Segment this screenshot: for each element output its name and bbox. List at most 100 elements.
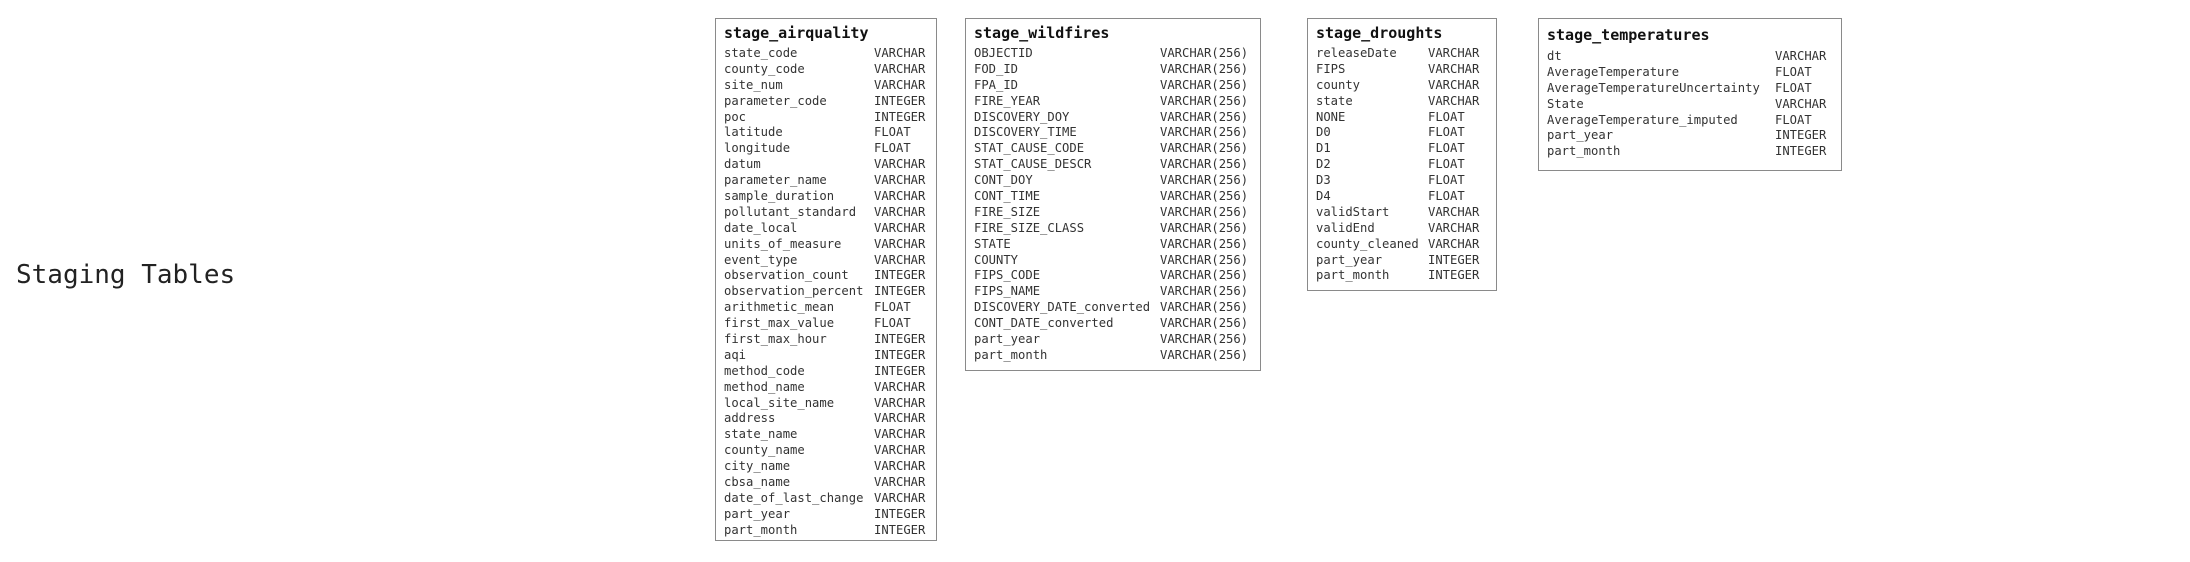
- column-name: CONT_DOY: [974, 173, 1033, 188]
- column-name: DISCOVERY_TIME: [974, 125, 1077, 140]
- column-name: FIPS_CODE: [974, 268, 1041, 283]
- column-name: state_code: [724, 46, 798, 60]
- column-type: INTEGER: [1775, 128, 1827, 143]
- column-type: INTEGER: [874, 332, 926, 347]
- table-title: stage_airquality: [724, 24, 869, 42]
- column-name: FIRE_YEAR: [974, 93, 1041, 108]
- column-name: datum: [724, 157, 761, 172]
- column-name: releaseDate: [1316, 46, 1397, 60]
- column-type: VARCHAR(256): [1160, 236, 1249, 251]
- column-name: FPA_ID: [974, 77, 1019, 92]
- column-type: FLOAT: [1428, 157, 1465, 172]
- column-type: INTEGER: [874, 93, 926, 108]
- column-type: VARCHAR(256): [1160, 46, 1249, 60]
- column-type: VARCHAR(256): [1160, 109, 1249, 124]
- column-name: state_name: [724, 427, 798, 442]
- column-type: VARCHAR: [1428, 93, 1480, 108]
- table-title: stage_wildfires: [974, 24, 1110, 42]
- column-type: VARCHAR(256): [1160, 252, 1249, 267]
- column-type: FLOAT: [1428, 173, 1465, 188]
- column-name: AverageTemperature: [1547, 64, 1680, 79]
- column-type: INTEGER: [874, 506, 926, 521]
- column-name: FIPS: [1316, 61, 1346, 76]
- column-type: VARCHAR: [874, 204, 926, 219]
- column-name: STAT_CAUSE_CODE: [974, 141, 1085, 156]
- column-type: VARCHAR(256): [1160, 189, 1249, 204]
- column-type: VARCHAR(256): [1160, 61, 1249, 76]
- column-name: STAT_CAUSE_DESCR: [974, 157, 1092, 172]
- column-type: VARCHAR(256): [1160, 173, 1249, 188]
- column-type: VARCHAR: [1775, 49, 1827, 63]
- column-type: VARCHAR: [1428, 46, 1480, 60]
- column-name: part_year: [1316, 252, 1383, 267]
- column-type: INTEGER: [874, 268, 926, 283]
- column-name: county_cleaned: [1316, 236, 1419, 251]
- column-name: state: [1316, 93, 1353, 108]
- table-title: stage_temperatures: [1547, 26, 1710, 44]
- column-name: method_code: [724, 363, 805, 378]
- column-name: CONT_TIME: [974, 189, 1041, 204]
- column-type: VARCHAR(256): [1160, 141, 1249, 156]
- table-title: stage_droughts: [1316, 24, 1443, 42]
- column-name: part_month: [974, 347, 1048, 362]
- column-name: D2: [1316, 157, 1331, 172]
- column-type: VARCHAR: [874, 443, 926, 458]
- column-name: site_num: [724, 77, 783, 92]
- column-type: VARCHAR: [1428, 220, 1480, 235]
- column-name: D1: [1316, 141, 1331, 156]
- column-type: INTEGER: [1428, 268, 1480, 283]
- column-type: FLOAT: [874, 316, 911, 331]
- column-name: parameter_name: [724, 173, 827, 188]
- column-type: FLOAT: [1428, 141, 1465, 156]
- column-type: INTEGER: [874, 347, 926, 362]
- column-name: FOD_ID: [974, 61, 1019, 76]
- column-name: D4: [1316, 189, 1331, 204]
- column-name: COUNTY: [974, 252, 1019, 267]
- column-name: State: [1547, 96, 1584, 111]
- column-name: validEnd: [1316, 220, 1375, 235]
- column-type: INTEGER: [1775, 144, 1827, 159]
- column-name: date_local: [724, 220, 798, 235]
- column-name: part_month: [724, 522, 798, 537]
- column-type: FLOAT: [874, 125, 911, 140]
- column-name: pollutant_standard: [724, 204, 857, 219]
- column-type: VARCHAR: [874, 46, 926, 60]
- column-name: AverageTemperature_imputed: [1547, 112, 1738, 127]
- column-type: VARCHAR(256): [1160, 316, 1249, 331]
- column-name: units_of_measure: [724, 236, 842, 251]
- column-name: local_site_name: [724, 395, 835, 410]
- column-name: observation_percent: [724, 284, 864, 299]
- column-name: D3: [1316, 173, 1331, 188]
- column-name: cbsa_name: [724, 475, 791, 490]
- column-name: arithmetic_mean: [724, 300, 835, 315]
- column-name: poc: [724, 109, 747, 124]
- column-name: AverageTemperatureUncertainty: [1547, 80, 1760, 95]
- column-type: VARCHAR(256): [1160, 300, 1249, 315]
- column-name: DISCOVERY_DATE_converted: [974, 300, 1151, 315]
- column-type: VARCHAR: [874, 475, 926, 490]
- column-type: VARCHAR: [1428, 61, 1480, 76]
- column-type: VARCHAR(256): [1160, 125, 1249, 140]
- column-type: VARCHAR: [874, 61, 926, 76]
- column-name: OBJECTID: [974, 46, 1033, 60]
- column-name: event_type: [724, 252, 798, 267]
- column-name: part_month: [1316, 268, 1390, 283]
- column-name: county_name: [724, 443, 805, 458]
- column-type: VARCHAR(256): [1160, 204, 1249, 219]
- column-type: FLOAT: [874, 141, 911, 156]
- column-name: FIRE_SIZE_CLASS: [974, 220, 1085, 235]
- column-name: longitude: [724, 141, 791, 156]
- column-type: INTEGER: [874, 363, 926, 378]
- column-name: observation_count: [724, 268, 849, 283]
- column-name: sample_duration: [724, 189, 835, 204]
- column-name: date_of_last_change: [724, 490, 864, 505]
- column-type: INTEGER: [874, 284, 926, 299]
- column-name: STATE: [974, 236, 1011, 251]
- column-type: VARCHAR(256): [1160, 268, 1249, 283]
- column-name: FIRE_SIZE: [974, 204, 1041, 219]
- column-name: latitude: [724, 125, 783, 140]
